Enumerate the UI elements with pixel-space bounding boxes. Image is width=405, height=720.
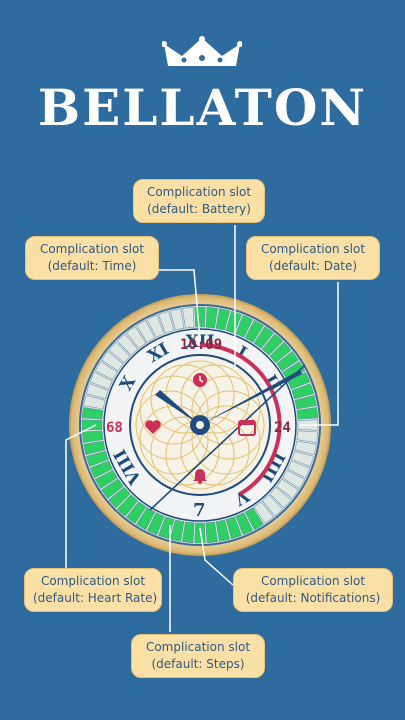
ring-segment	[253, 326, 275, 349]
ring-segment	[146, 512, 165, 536]
ring-segment	[158, 310, 175, 334]
ring-segment	[81, 419, 103, 431]
bell-icon	[193, 469, 207, 484]
ring-segment	[296, 407, 319, 420]
ring-segment	[85, 383, 109, 400]
ring-segment	[269, 341, 292, 364]
ring-segment	[276, 478, 299, 500]
heart-icon	[145, 420, 161, 434]
ring-segment	[244, 507, 264, 531]
ring-segment	[125, 326, 147, 349]
ring-segment	[125, 501, 147, 524]
rosette-arc	[139, 375, 209, 445]
ring-segment	[253, 501, 275, 524]
ring-segment	[244, 319, 264, 343]
ring-segment	[89, 371, 113, 390]
ring-segment	[287, 460, 311, 479]
ring-segment	[282, 469, 306, 489]
brand-title: BELLATON	[37, 78, 368, 137]
ring-segment	[116, 494, 139, 517]
rosette-arc	[150, 364, 220, 434]
ring-segment	[282, 361, 306, 381]
leader-lines	[65, 225, 339, 632]
ring-segment	[287, 371, 311, 390]
ring-segment	[215, 308, 231, 331]
ring-segment	[291, 383, 315, 400]
ring-segment	[294, 440, 317, 456]
callout-date: Complication slot(default: Date)	[246, 236, 380, 280]
hour-hand	[155, 390, 200, 425]
minute-hand	[200, 370, 302, 425]
calendar-icon	[238, 420, 256, 436]
rosette-arc	[191, 405, 261, 475]
ring-segment	[116, 333, 139, 356]
ring-segment	[205, 521, 218, 544]
ring-segment	[83, 440, 106, 456]
callout-time: Complication slot(default: Time)	[25, 236, 159, 280]
ring-segment	[194, 306, 206, 328]
ring-segment	[225, 310, 242, 334]
ring-segment	[83, 394, 106, 410]
ring-segment	[294, 394, 317, 410]
ring-segment	[261, 333, 284, 356]
ring-segment	[235, 512, 254, 536]
ring-segment	[81, 407, 104, 420]
step-progress-ring	[81, 306, 319, 544]
ring-segment	[269, 486, 292, 509]
ring-segment	[136, 319, 156, 343]
ring-segment	[101, 350, 124, 372]
rosette-arc	[150, 416, 220, 486]
date-value: 24	[274, 420, 291, 436]
ring-segment	[225, 516, 242, 540]
ring-segment	[215, 519, 231, 542]
alarm-clock-icon	[193, 373, 207, 387]
ring-segment	[101, 478, 124, 500]
second-hand	[149, 364, 306, 511]
ring-segment	[235, 314, 254, 338]
ring-segment	[205, 306, 218, 329]
ring-segment	[136, 507, 156, 531]
callout-heart-rate: Complication slot(default: Heart Rate)	[24, 568, 162, 612]
ring-segment	[108, 486, 131, 509]
rosette-arc	[191, 375, 261, 445]
battery-arc	[199, 343, 282, 496]
ring-segment	[89, 460, 113, 479]
callout-steps: Complication slot(default: Steps)	[131, 634, 265, 678]
ring-segment	[94, 469, 118, 489]
callout-battery: Complication slot(default: Battery)	[133, 179, 265, 223]
digital-time: 10:09	[180, 337, 223, 353]
ring-segment	[182, 521, 195, 544]
callout-notifications: Complication slot(default: Notifications…	[233, 568, 393, 612]
heart-rate-value: 68	[106, 420, 123, 436]
ring-segment	[194, 522, 206, 544]
ring-segment	[276, 350, 299, 372]
ring-segment	[296, 430, 319, 443]
steps-marker: 7	[193, 500, 206, 521]
ring-segment	[94, 361, 118, 381]
ring-segment	[182, 306, 195, 329]
ring-segment	[108, 341, 131, 364]
crown-icon	[162, 36, 242, 66]
ring-segment	[85, 450, 109, 467]
ring-segment	[169, 308, 185, 331]
ring-segment	[291, 450, 315, 467]
ring-segment	[146, 314, 165, 338]
ring-segment	[261, 494, 284, 517]
